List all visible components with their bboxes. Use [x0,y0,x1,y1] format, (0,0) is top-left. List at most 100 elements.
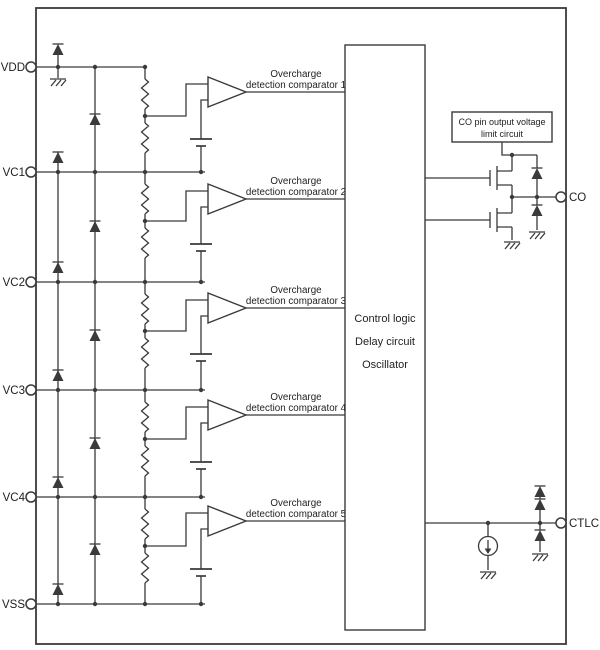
reference-battery-icon [189,461,213,470]
wire [200,99,208,172]
comparator-4-label-line2: detection comparator 4 [246,403,347,414]
wire [200,422,208,497]
pin-vc1: VC1 [3,166,205,179]
diode-icon [51,261,65,274]
comparator-3-label-line2: detection comparator 3 [246,296,347,307]
pin-co: CO [555,191,586,204]
comparator-1-label-line2: detection comparator 1 [246,80,346,91]
co-limit-box: CO pin output voltage limit circuit [451,111,553,156]
pin-vc3: VC3 [3,384,205,397]
wire [501,142,537,156]
comparator-2: Overcharge detection comparator 2 [145,176,346,282]
pin-ctlc: CTLC [555,517,599,530]
pin-label-vc4: VC4 [3,492,26,504]
diode-icon [88,329,102,342]
pmos-transistor-icon [489,155,513,197]
pin-label-vdd: VDD [1,62,25,74]
wire [200,528,208,604]
diode-icon [51,583,65,596]
comparator-triangle-icon [207,504,248,538]
wire [200,206,208,282]
comparator-5: Overcharge detection comparator 5 [145,498,347,604]
resistor-icon [140,293,150,325]
pin-label-vc3: VC3 [3,385,25,397]
pin-label-ctlc: CTLC [569,518,599,530]
comparator-5-label-line1: Overcharge [270,498,322,509]
comparator-5-label-line2: detection comparator 5 [246,509,347,520]
resistor-icon [140,78,150,110]
resistor-icon [140,445,150,477]
ctlc-branch [425,485,556,580]
diode-icon [530,204,544,217]
pin-vc4: VC4 [3,491,205,504]
diode-icon [88,543,102,556]
comparator-triangle-icon [207,398,248,432]
wire [145,83,208,117]
diode-icon [88,220,102,233]
gate-wires [425,177,490,221]
pin-circle [25,491,37,503]
pin-circle [25,598,37,610]
diode-icon [533,498,547,511]
diode-icon [51,151,65,164]
diode-icon [533,529,547,542]
resistor-icon [140,337,150,369]
diode-icon [51,43,65,56]
reference-battery-icon [189,138,213,147]
co-output-stage [425,155,556,250]
wire [145,299,208,332]
comparator-4: Overcharge detection comparator 4 [145,392,347,497]
current-source-icon [477,535,499,557]
comparator-1: Overcharge detection comparator 1 [145,69,346,172]
comparator-triangle-icon [207,182,248,216]
pin-circle [555,191,567,203]
resistor-icon [140,401,150,433]
reference-battery-icon [189,243,213,252]
resistor-icon [140,227,150,259]
resistor-divider-chain [140,67,150,604]
resistor-icon [140,122,150,154]
ic-boundary [35,7,567,645]
wire [145,190,208,222]
control-logic-block: Control logic Delay circuit Oscillator [344,44,426,631]
resistor-icon [140,508,150,540]
comparator-triangle-icon [207,291,248,325]
pin-label-co: CO [569,192,586,204]
nmos-transistor-icon [489,197,513,240]
esd-diode-column-outer [49,43,67,604]
left-pins: VDD VC1 VC2 VC3 VC4 VSS [1,61,205,611]
control-block-line2: Delay circuit [355,336,415,348]
pin-circle [25,166,37,178]
diode-icon [51,476,65,489]
resistor-icon [140,552,150,584]
junction-dots [55,64,543,607]
comparator-2-label-line1: Overcharge [270,176,322,187]
ground-icon [503,241,521,250]
comparator-2-label-line2: detection comparator 2 [246,187,346,198]
diode-icon [88,437,102,450]
co-limit-box-line1: CO pin output voltage [458,117,545,127]
control-block-outline [344,44,426,631]
wire [145,406,208,440]
control-block-line1: Control logic [354,313,416,325]
co-limit-box-outline [451,111,553,143]
diode-icon [88,113,102,126]
pin-circle [25,276,37,288]
diode-icon [530,167,544,180]
comparator-3: Overcharge detection comparator 3 [145,285,347,390]
ground-icon [479,571,497,580]
pin-label-vss: VSS [2,599,25,611]
ground-icon [49,78,67,87]
wire [200,315,208,390]
co-limit-box-line2: limit circuit [481,129,523,139]
esd-diode-column-inner [88,67,102,604]
ground-icon [528,231,546,240]
pin-label-vc1: VC1 [3,167,25,179]
pin-vc2: VC2 [3,276,205,289]
comparator-3-label-line1: Overcharge [270,285,322,296]
pin-circle [555,517,567,529]
pin-vdd: VDD [1,61,145,74]
ground-icon [531,553,549,562]
